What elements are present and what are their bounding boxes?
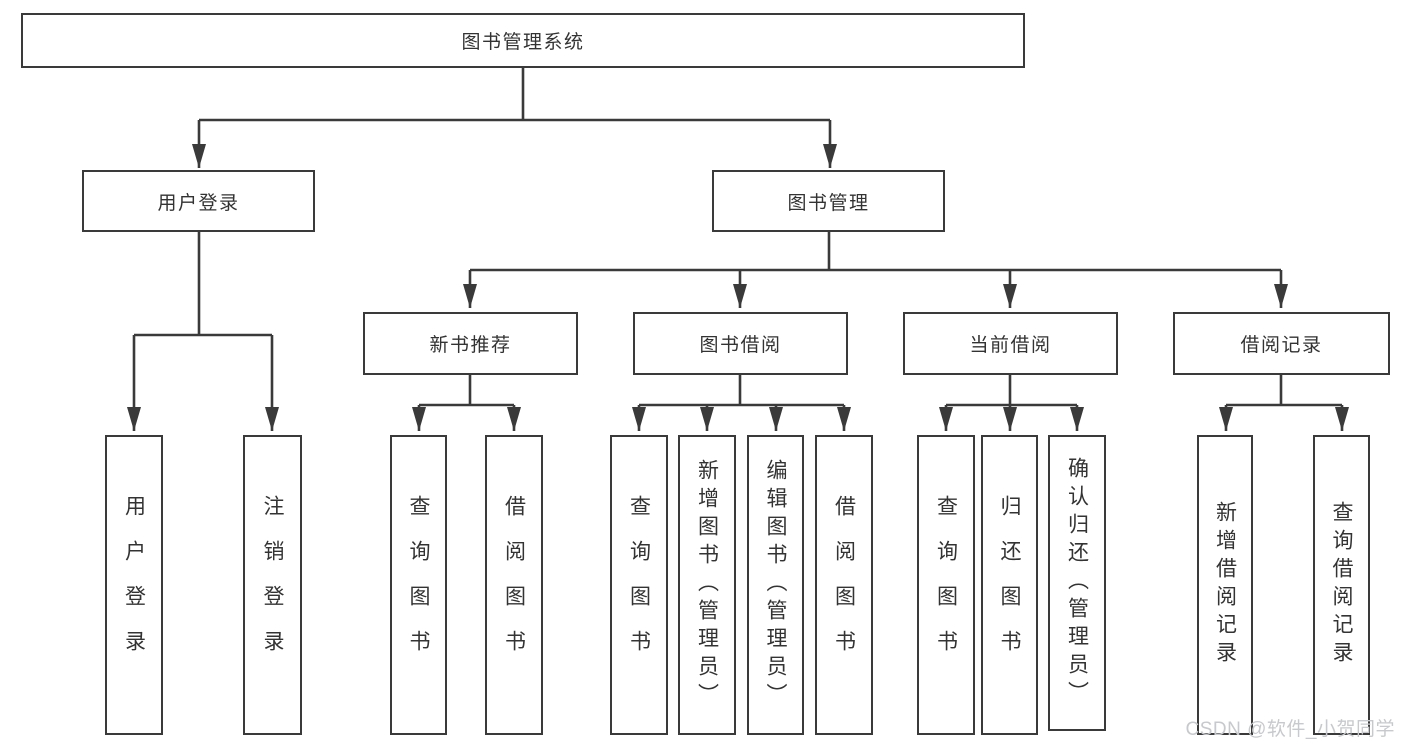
watermark: CSDN @软件_小贺同学 <box>1185 719 1395 740</box>
leaf-return-books: 归还图书 <box>981 435 1038 735</box>
node-label: 查询图书 <box>934 495 958 675</box>
node-book-management: 图书管理 <box>712 170 945 232</box>
node-label: 图书管理系统 <box>461 32 585 53</box>
node-label: 借阅图书 <box>502 495 526 675</box>
node-label: 借阅图书 <box>832 495 856 675</box>
node-user-login: 用户登录 <box>82 170 315 232</box>
leaf-logout: 注销登录 <box>243 435 302 735</box>
node-label: 用户登录 <box>157 192 240 214</box>
node-label: 注销登录 <box>261 495 284 675</box>
node-label: 归还图书 <box>998 495 1021 675</box>
node-label: 图书借阅 <box>699 335 782 356</box>
node-label: 查询图书 <box>627 495 651 675</box>
leaf-edit-books-admin: 编辑图书（管理员） <box>747 435 804 735</box>
node-label: 确认归还（管理员） <box>1065 457 1089 709</box>
node-label: 图书管理 <box>787 192 870 214</box>
node-label: 编辑图书（管理员） <box>764 459 787 711</box>
leaf-add-borrow-record: 新增借阅记录 <box>1197 435 1253 735</box>
leaf-user-login: 用户登录 <box>105 435 163 735</box>
leaf-add-books-admin: 新增图书（管理员） <box>678 435 736 735</box>
node-new-book-recommend: 新书推荐 <box>363 312 578 375</box>
leaf-borrow-books: 借阅图书 <box>815 435 873 735</box>
node-label: 新增图书（管理员） <box>695 459 719 711</box>
leaf-confirm-return-admin: 确认归还（管理员） <box>1048 435 1106 731</box>
node-library-management-system: 图书管理系统 <box>21 13 1025 68</box>
node-label: 当前借阅 <box>969 335 1052 356</box>
leaf-query-books-current: 查询图书 <box>917 435 975 735</box>
node-label: 借阅记录 <box>1240 335 1323 356</box>
node-book-borrowing: 图书借阅 <box>633 312 848 375</box>
node-borrowing-records: 借阅记录 <box>1173 312 1390 375</box>
node-label: 查询图书 <box>407 495 430 675</box>
leaf-query-borrow-record: 查询借阅记录 <box>1313 435 1370 735</box>
leaf-query-books-borrowing: 查询图书 <box>610 435 668 735</box>
node-current-borrowing: 当前借阅 <box>903 312 1118 375</box>
node-label: 用户登录 <box>122 495 146 675</box>
node-label: 查询借阅记录 <box>1330 501 1353 669</box>
node-label: 新增借阅记录 <box>1213 501 1237 669</box>
leaf-query-books-recommend: 查询图书 <box>390 435 447 735</box>
leaf-borrow-books-recommend: 借阅图书 <box>485 435 543 735</box>
node-label: 新书推荐 <box>429 335 512 356</box>
